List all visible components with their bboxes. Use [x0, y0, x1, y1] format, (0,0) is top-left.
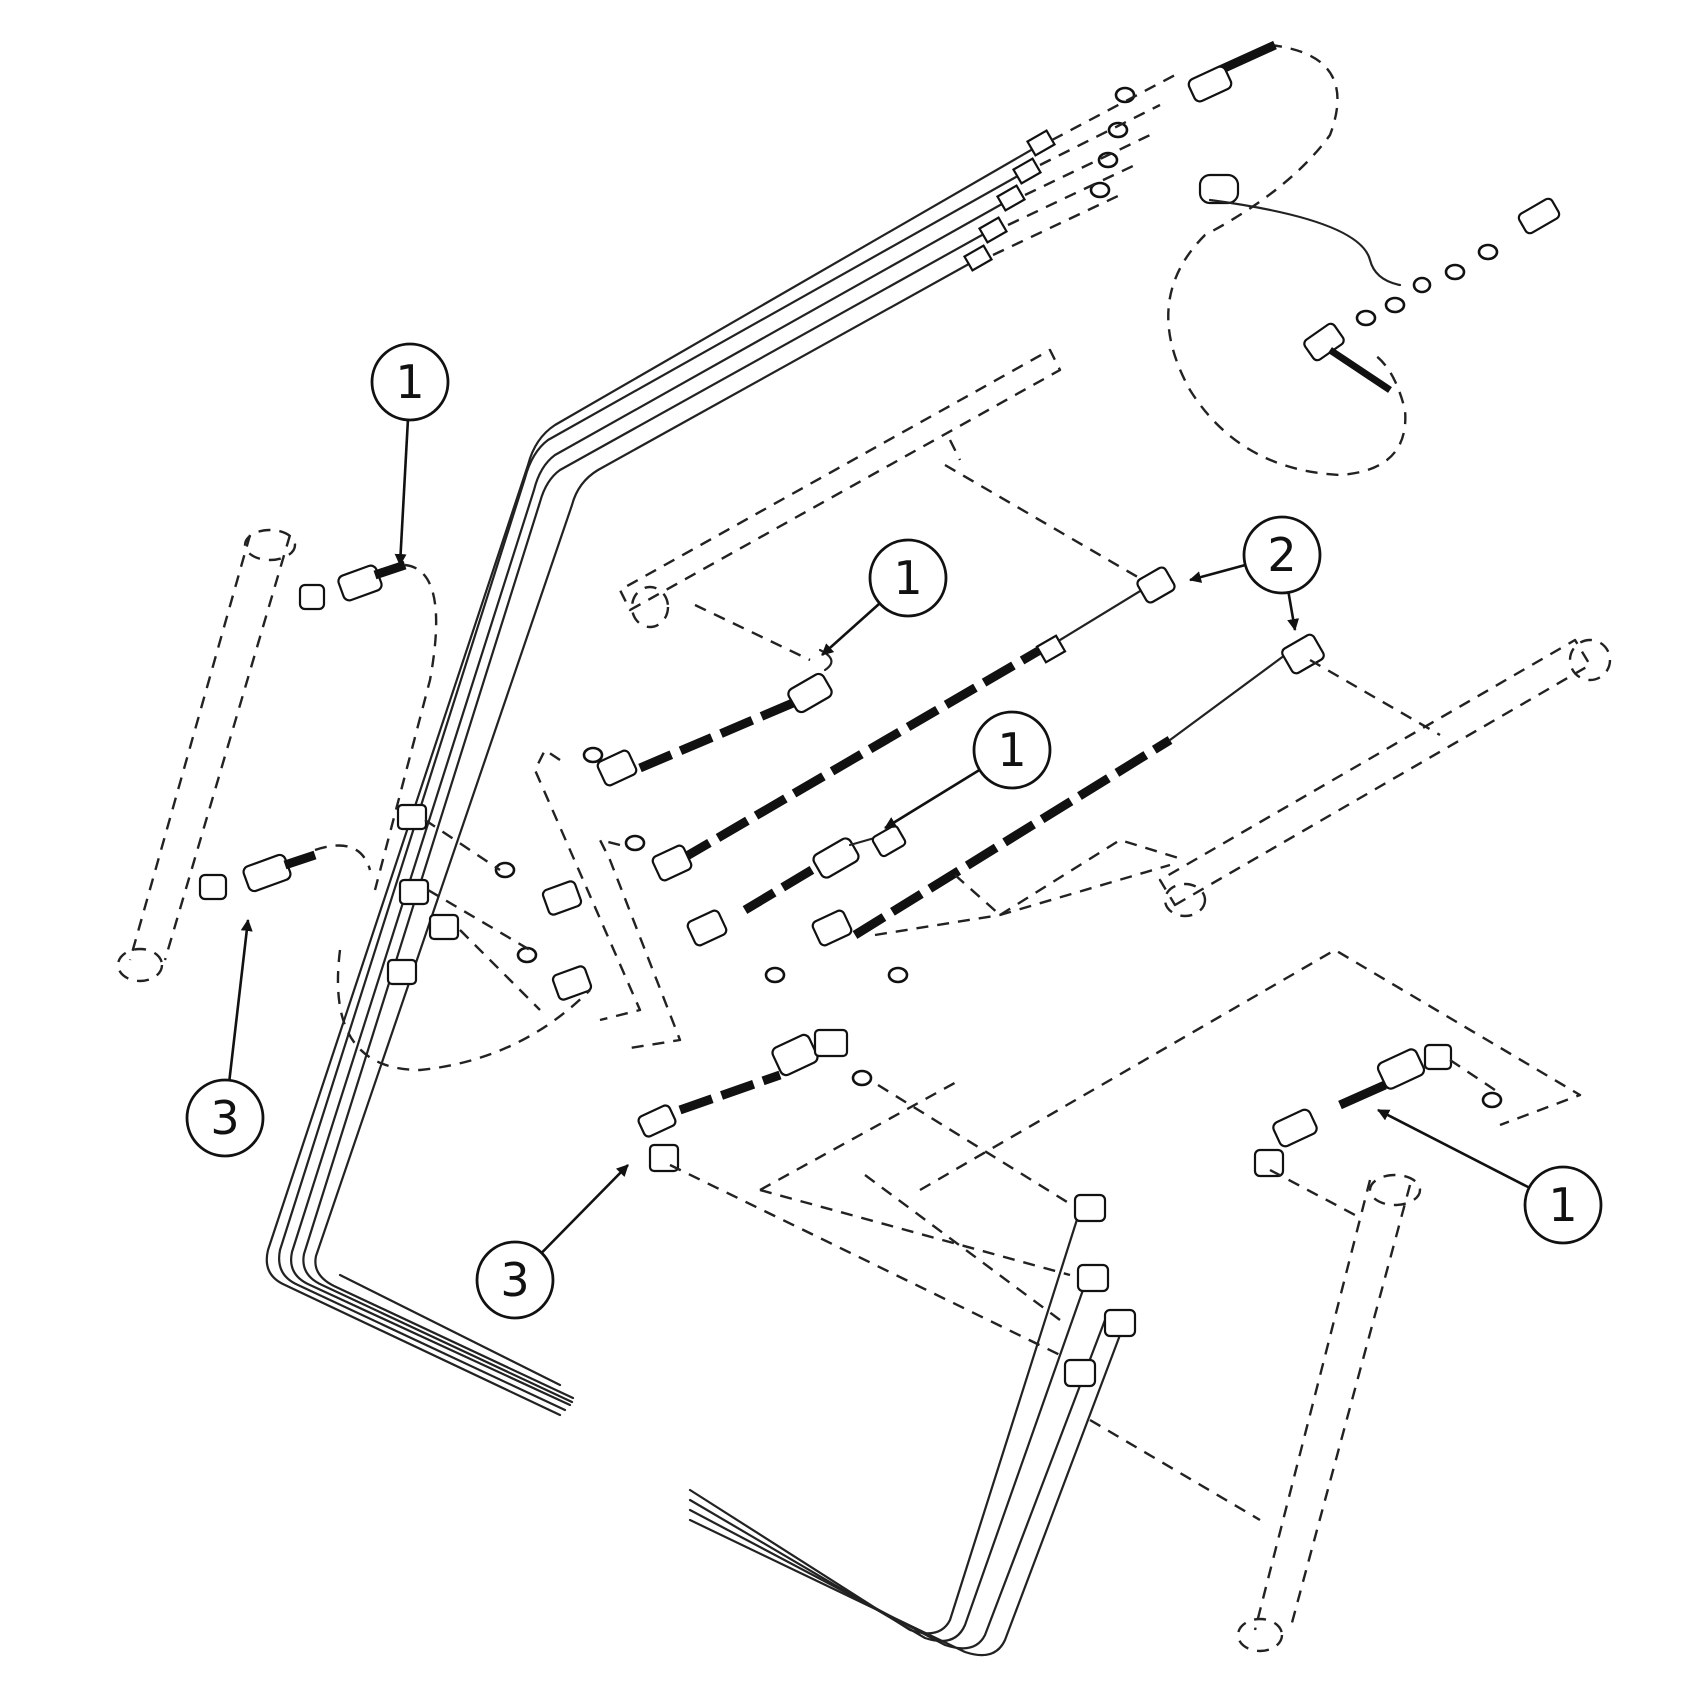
callout-1-center: 1: [821, 538, 948, 656]
right-cylinder: [874, 638, 1612, 937]
callout-1-top-left: 1: [370, 342, 450, 566]
callout-number: 1: [997, 723, 1026, 777]
valve-block-fittings: [336, 748, 682, 1072]
dashed-routing-lower-right: [864, 948, 1582, 1522]
callout-leader-arrow: [228, 919, 253, 1081]
callout-2-lower: [1287, 592, 1300, 631]
callout-number: 3: [210, 1091, 239, 1145]
callout-3-left: 3: [185, 919, 265, 1158]
callout-number: 1: [893, 551, 922, 605]
callout-circle: [972, 710, 1052, 790]
callout-leader-arrow: [394, 419, 410, 566]
callout-leader-arrow: [1287, 592, 1300, 631]
callout-layer: 1 1 2 1 3 3 1: [185, 342, 1603, 1320]
lower-hose-assembly-3: [637, 1028, 1081, 1357]
callout-circle: [185, 1078, 265, 1158]
callout-leader-arrow: [540, 1164, 629, 1254]
callout-number: 1: [1548, 1178, 1577, 1232]
rigid-tube-bundle-main: [265, 140, 1047, 1417]
center-hose-assemblies: [596, 566, 1325, 947]
left-cylinder: [116, 528, 438, 983]
callout-circle: [1242, 515, 1322, 595]
o-rings-top: [1089, 86, 1136, 199]
top-right-hose-end: [1187, 40, 1561, 393]
callout-leader-arrow: [1377, 1108, 1530, 1189]
tube-end-fittings-top: [962, 129, 1057, 272]
callout-number: 1: [395, 355, 424, 409]
dashed-connections-top: [992, 43, 1407, 477]
callout-leader-arrow: [884, 768, 981, 830]
callout-1-mid: 1: [884, 710, 1052, 830]
callout-circle: [370, 342, 450, 422]
callout-number: 2: [1267, 528, 1296, 582]
callout-circle: [868, 538, 948, 618]
callout-leader-arrow: [821, 602, 881, 656]
callout-2-upper: 2: [1189, 515, 1322, 595]
callout-3-bottom: 3: [475, 1164, 629, 1320]
callout-circle: [475, 1240, 555, 1320]
callout-leader-arrow: [1189, 563, 1246, 583]
callout-number: 3: [500, 1253, 529, 1307]
rigid-tube-bundle-lower: [688, 1193, 1137, 1657]
upper-cylinder-dashed: [618, 348, 1161, 662]
bottom-right-cylinder: [1236, 1043, 1503, 1653]
o-rings-center: [494, 746, 909, 984]
callout-circle: [1523, 1165, 1603, 1245]
callout-1-bottom-right: 1: [1377, 1108, 1603, 1245]
